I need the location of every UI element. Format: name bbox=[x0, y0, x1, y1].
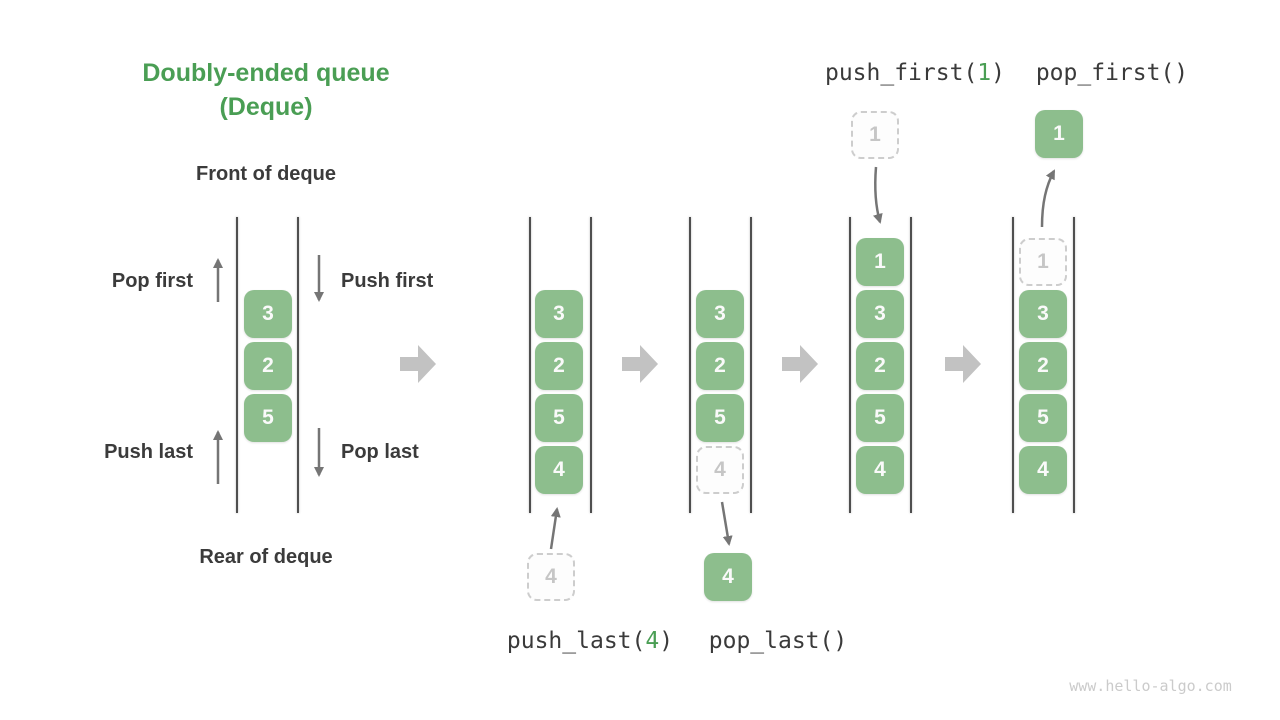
title-line-1: Doubly-ended queue bbox=[142, 59, 390, 87]
rear-of-deque-label: Rear of deque bbox=[199, 546, 333, 568]
queue-cell: 3 bbox=[535, 290, 583, 338]
queue-rail bbox=[297, 217, 299, 513]
incoming-ghost-cell: 1 bbox=[851, 111, 899, 159]
step-arrow-icon bbox=[400, 345, 436, 383]
queue-cell: 5 bbox=[244, 394, 292, 442]
removed-ghost-cell: 4 bbox=[696, 446, 744, 494]
push-last-insert-arrow-icon bbox=[549, 507, 561, 550]
pop-last-label: Pop last bbox=[341, 441, 419, 463]
removed-ghost-cell: 1 bbox=[1019, 238, 1067, 286]
push-last-label: Push last bbox=[104, 441, 193, 463]
queue-cell: 2 bbox=[535, 342, 583, 390]
title-line-2: (Deque) bbox=[219, 93, 313, 121]
pop-first-code-label: pop_first() bbox=[1035, 60, 1189, 86]
queue-rail bbox=[1012, 217, 1014, 513]
queue-rail bbox=[1073, 217, 1075, 513]
code-prefix: push_first( bbox=[824, 60, 978, 86]
queue-cell: 3 bbox=[244, 290, 292, 338]
queue-rail bbox=[529, 217, 531, 513]
queue-rail bbox=[750, 217, 752, 513]
queue-cell: 5 bbox=[535, 394, 583, 442]
queue-rail bbox=[236, 217, 238, 513]
queue-cell: 3 bbox=[696, 290, 744, 338]
queue-cell: 3 bbox=[1019, 290, 1067, 338]
push-first-code-label: push_first(1) bbox=[820, 60, 1010, 86]
pop-last-remove-arrow-icon bbox=[720, 501, 733, 546]
queue-rail bbox=[689, 217, 691, 513]
queue-cell: 5 bbox=[856, 394, 904, 442]
page-title: Doubly-ended queue (Deque) bbox=[96, 56, 436, 124]
incoming-ghost-cell: 4 bbox=[527, 553, 575, 601]
popped-cell: 1 bbox=[1035, 110, 1083, 158]
pop-first-label: Pop first bbox=[111, 270, 193, 292]
queue-cell: 5 bbox=[1019, 394, 1067, 442]
queue-cell: 2 bbox=[244, 342, 292, 390]
front-of-deque-label: Front of deque bbox=[196, 163, 336, 185]
queue-cell: 4 bbox=[1019, 446, 1067, 494]
queue-cell: 2 bbox=[1019, 342, 1067, 390]
pop-first-remove-arrow-icon bbox=[1040, 169, 1056, 228]
code-arg: 4 bbox=[645, 628, 660, 654]
step-arrow-icon bbox=[945, 345, 981, 383]
popped-cell: 4 bbox=[704, 553, 752, 601]
push-first-label: Push first bbox=[341, 270, 434, 292]
queue-cell: 4 bbox=[856, 446, 904, 494]
queue-rail bbox=[910, 217, 912, 513]
queue-cell: 5 bbox=[696, 394, 744, 442]
push-last-code-label: push_last(4) bbox=[495, 628, 685, 654]
code-suffix: ) bbox=[991, 60, 1006, 86]
code-prefix: push_last( bbox=[506, 628, 646, 654]
queue-rail bbox=[590, 217, 592, 513]
queue-cell: 3 bbox=[856, 290, 904, 338]
queue-cell: 2 bbox=[856, 342, 904, 390]
pop-last-code-label: pop_last() bbox=[708, 628, 848, 654]
step-arrow-icon bbox=[622, 345, 658, 383]
queue-cell: 2 bbox=[696, 342, 744, 390]
push-first-insert-arrow-icon bbox=[872, 166, 883, 224]
queue-cell: 4 bbox=[535, 446, 583, 494]
code-suffix: ) bbox=[659, 628, 674, 654]
watermark: www.hello-algo.com bbox=[1069, 677, 1232, 695]
step-arrow-icon bbox=[782, 345, 818, 383]
queue-cell: 1 bbox=[856, 238, 904, 286]
code-arg: 1 bbox=[977, 60, 992, 86]
queue-rail bbox=[849, 217, 851, 513]
